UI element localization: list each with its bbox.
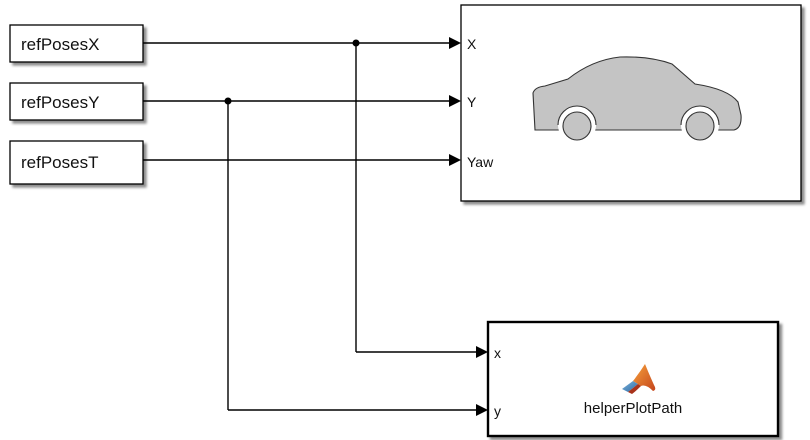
- source-label-refposesy: refPosesY: [21, 93, 99, 112]
- port-label-x-input: x: [494, 345, 501, 361]
- arrowhead-x: [449, 37, 461, 49]
- car-icon: [532, 56, 742, 144]
- source-label-refposesx: refPosesX: [21, 35, 99, 54]
- matlab-logo-icon: [622, 364, 656, 394]
- helper-plot-path-block[interactable]: x y helperPlotPath: [486, 320, 780, 438]
- arrowhead-yaw: [449, 154, 461, 166]
- arrowhead-y: [449, 95, 461, 107]
- signal-lines: [143, 37, 488, 416]
- source-block-refposesx[interactable]: refPosesX: [9, 24, 144, 63]
- port-label-x: X: [467, 36, 477, 52]
- port-label-y: Y: [467, 94, 477, 110]
- arrowhead-function-x: [476, 346, 488, 358]
- branch-point-x: [352, 39, 360, 47]
- source-block-refposesy[interactable]: refPosesY: [9, 82, 144, 121]
- vehicle-block[interactable]: X Y Yaw: [460, 4, 802, 202]
- source-block-refposest[interactable]: refPosesT: [9, 140, 144, 185]
- function-label: helperPlotPath: [584, 400, 682, 417]
- arrowhead-function-y: [476, 404, 488, 416]
- port-label-y-input: y: [494, 403, 501, 419]
- branch-point-y: [224, 97, 232, 105]
- port-label-yaw: Yaw: [467, 154, 494, 170]
- source-label-refposest: refPosesT: [21, 153, 98, 172]
